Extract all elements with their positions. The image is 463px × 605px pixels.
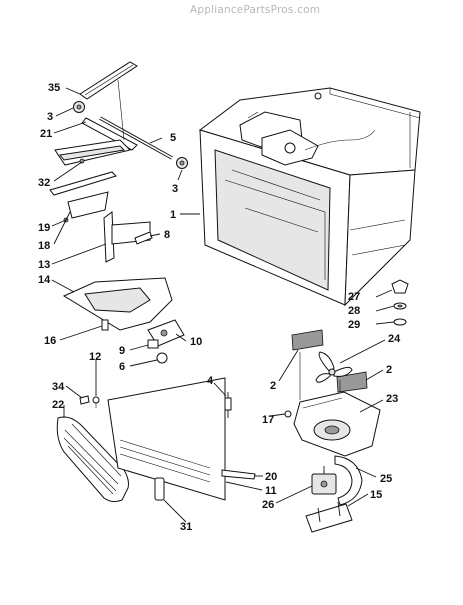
rail-part-19 <box>49 171 117 223</box>
rail-part-21 <box>81 117 138 151</box>
callout-9: 9 <box>119 345 125 357</box>
shroud-part-25 <box>334 455 363 506</box>
motor-bracket-part-15 <box>305 501 353 533</box>
gasket-part-20 <box>221 469 256 480</box>
callout-8: 8 <box>164 229 170 241</box>
callout-21: 21 <box>40 128 52 140</box>
rod-part-5 <box>99 116 173 160</box>
gear-part-3-left <box>73 101 85 113</box>
fan-motor-part-26 <box>311 466 337 495</box>
screw-part-12 <box>92 396 100 408</box>
washer-part-28 <box>393 302 407 310</box>
sensor-part-4 <box>224 392 232 418</box>
watermark: AppliancePartsPros.com <box>190 4 321 16</box>
air-duct-part-14 <box>62 277 173 331</box>
callout-4: 4 <box>207 375 214 387</box>
damper-part-6 <box>156 352 168 364</box>
clip-part-16 <box>101 319 109 331</box>
callout-18: 18 <box>38 240 50 252</box>
callout-2: 2 <box>386 364 392 376</box>
callout-23: 23 <box>386 393 398 405</box>
callout-10: 10 <box>190 336 202 348</box>
washer-part-29 <box>393 318 407 326</box>
callout-22: 22 <box>52 399 64 411</box>
callout-12: 12 <box>89 351 101 363</box>
callout-1: 1 <box>170 209 176 221</box>
slide-rail-part-35 <box>79 61 138 100</box>
cap-part-27 <box>391 279 409 294</box>
damper-part-9 <box>147 339 159 349</box>
callout-31: 31 <box>180 521 192 533</box>
callout-25: 25 <box>380 473 392 485</box>
callout-16: 16 <box>44 335 56 347</box>
thermistor-part-31 <box>154 477 165 501</box>
fan-housing-part-23 <box>293 391 381 457</box>
rail-assembly-part-32 <box>54 139 131 166</box>
callout-14: 14 <box>38 274 51 286</box>
callout-26: 26 <box>262 499 274 511</box>
callout-17: 17 <box>262 414 274 426</box>
rear-panel-part-11 <box>107 377 226 501</box>
callout-19: 19 <box>38 222 50 234</box>
freezer-bin-part-1 <box>198 87 421 307</box>
callout-3: 3 <box>172 183 178 195</box>
gear-part-3-right <box>176 157 188 169</box>
callout-27: 27 <box>348 291 360 303</box>
screw-part-34 <box>79 395 90 405</box>
callout-3: 3 <box>47 111 53 123</box>
callout-labels: 35 3 21 5 3 32 1 19 18 8 13 14 16 10 9 6… <box>38 82 401 533</box>
callout-15: 15 <box>370 489 382 501</box>
callout-29: 29 <box>348 319 360 331</box>
pad-part-2-upper <box>291 329 324 351</box>
callout-24: 24 <box>388 333 401 345</box>
fan-blade-part-24 <box>315 351 353 383</box>
screw-part-17 <box>284 410 292 418</box>
callout-13: 13 <box>38 259 50 271</box>
leader-lines <box>51 79 395 523</box>
grille-part-22 <box>56 416 129 503</box>
callout-34: 34 <box>52 381 65 393</box>
callout-20: 20 <box>265 471 277 483</box>
pad-part-2-lower <box>336 371 368 393</box>
callout-35: 35 <box>48 82 60 94</box>
callout-5: 5 <box>170 132 176 144</box>
clip-part-8 <box>134 231 153 245</box>
callout-28: 28 <box>348 305 360 317</box>
callout-11: 11 <box>265 485 277 497</box>
callout-32: 32 <box>38 177 50 189</box>
callout-6: 6 <box>119 361 125 373</box>
callout-2: 2 <box>270 380 276 392</box>
